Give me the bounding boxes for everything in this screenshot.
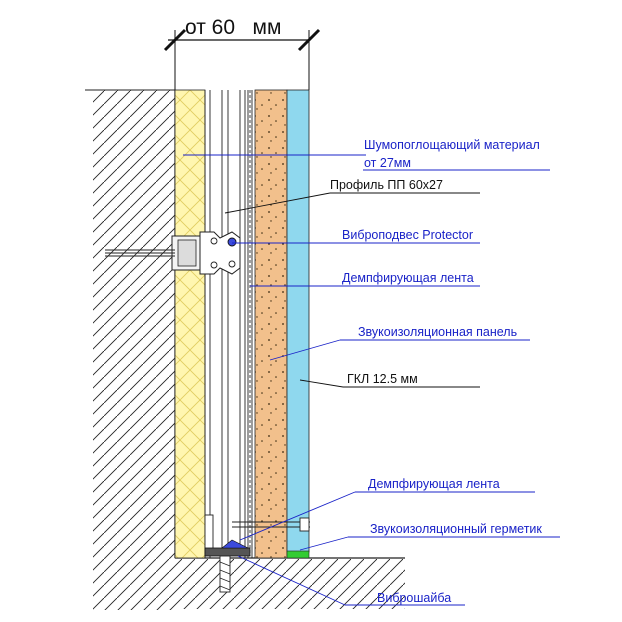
gypsum-board [286, 89, 310, 553]
concrete-wall [85, 89, 176, 610]
label-vibro-washer: Виброшайба [377, 591, 451, 605]
dimension-marker [163, 28, 321, 90]
acoustic-sealant [286, 550, 310, 559]
floor-slab [175, 557, 405, 609]
dimension-label: от 60 мм [185, 16, 281, 39]
profile-channel [204, 90, 253, 558]
leader-lines [183, 154, 560, 606]
sound-insulation-panel [254, 89, 288, 559]
label-damping-tape-top: Демпфирующая лента [342, 271, 474, 285]
label-sound-absorbing-line1: Шумопоглощающий материал [364, 138, 540, 152]
label-damping-tape-bottom: Демпфирующая лента [368, 477, 500, 491]
label-vibro-hanger: Виброподвес Protector [342, 228, 473, 242]
vibro-hanger [105, 231, 241, 275]
label-sealant: Звукоизоляционный герметик [370, 522, 542, 536]
sound-absorbing-material [174, 89, 206, 559]
label-sound-absorbing-line2: от 27мм [364, 156, 411, 170]
label-gypsum-board: ГКЛ 12.5 мм [347, 372, 418, 386]
label-sound-panel: Звукоизоляционная панель [358, 325, 517, 339]
vibro-washer [204, 514, 251, 593]
label-profile: Профиль ПП 60х27 [330, 178, 443, 192]
